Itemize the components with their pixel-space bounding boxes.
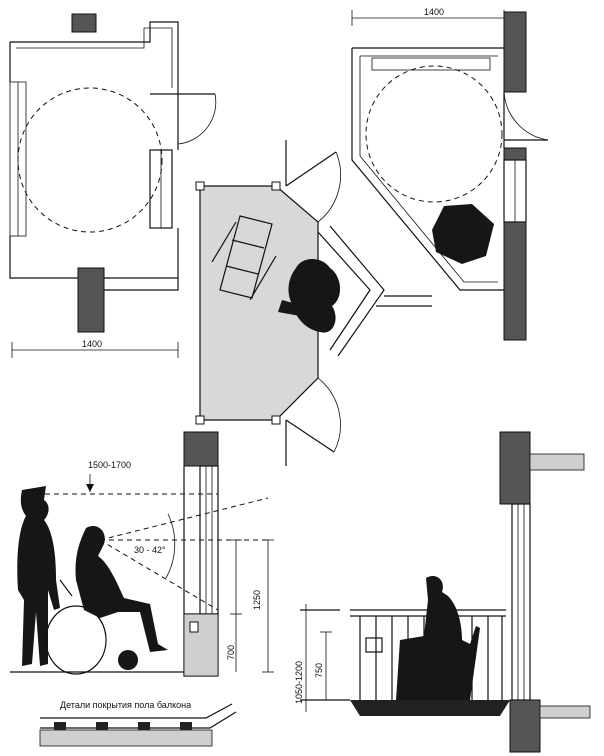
wall-right-top [503,11,527,93]
dim-label-plan-right: 1400 [424,7,444,17]
door-center-bottom [285,419,335,453]
wall-parapet [183,613,219,677]
dim-label-1050-1200: 1050-1200 [294,661,304,704]
plan-left-wall-bottom [104,277,179,291]
plan-left-wall-left [9,42,80,279]
view-ray-upper [99,497,269,541]
plan-right: 1400 [351,7,549,341]
wall-right-bottom [503,221,527,341]
elevation-right: 1050-1200 750 [294,431,591,753]
standing-person [17,486,60,666]
wall-block-bottom [77,267,105,333]
plan-left: 1400 [9,13,217,358]
floor-detail-caption: Детали покрытия пола балкона [60,700,191,710]
view-angle-arc [165,513,176,579]
dim-label-view-angle: 30 - 42° [134,545,166,555]
wheelchair-wheel [45,605,107,675]
plan-right-window [371,57,491,71]
person-plan-silhouette [288,259,341,333]
door-swing-left [177,93,217,145]
plan-left-wall-top [10,21,179,95]
plan-right-inner [359,55,498,283]
corner-wall [317,225,385,357]
floor-detail: Детали покрытия пола балкона [39,700,237,747]
door-swing-right [503,91,549,141]
wheelchair-plan [211,215,277,301]
dim-label-plan-left: 1400 [82,339,102,349]
plan-right-outer [351,47,504,291]
dim-label-eye-reach: 1500-1700 [88,460,131,470]
door-center-top [285,151,337,187]
person-plan-right [432,204,494,264]
elevation-left: 1500-1700 30 - 42° 1250 700 [10,431,274,677]
dim-label-750: 750 [314,663,324,678]
dim-label-700: 700 [226,645,236,660]
wall-block-top [71,13,97,33]
turning-circle-right [365,65,503,203]
dim-label-1250: 1250 [252,590,262,610]
plan-left-wall-top-inner [16,27,173,88]
plan-center [195,140,432,466]
floor-slab [39,729,213,747]
turning-circle-left [17,87,163,233]
seated-person-elevation [396,575,480,700]
balcony-slab-top [529,453,585,471]
wheelchair-user [75,525,168,652]
balcony-slab [350,700,510,716]
elevation-door-glass [511,503,531,701]
view-ray-lower [99,539,219,611]
